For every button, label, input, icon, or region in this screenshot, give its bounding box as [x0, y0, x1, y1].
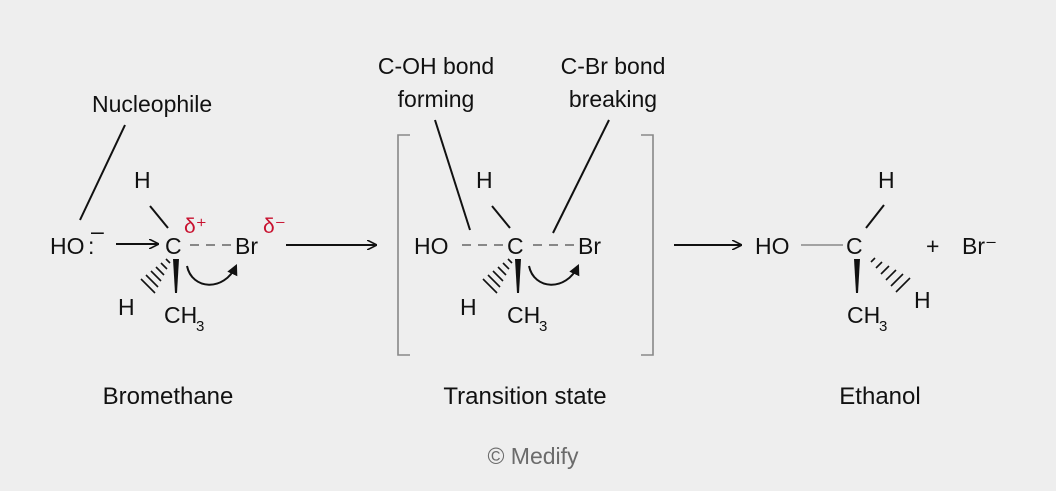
product-ch-subscript: 3 — [879, 318, 887, 335]
product-wedge-bond — [854, 259, 860, 293]
hydroxide-charge: – — [91, 218, 104, 244]
reactant-bromine: Br — [235, 233, 258, 259]
hydroxide-lone-pair: : — [88, 233, 94, 259]
product-h-top-bond — [865, 204, 885, 229]
caption-ethanol: Ethanol — [839, 383, 920, 410]
ts-hashed-bond — [482, 258, 513, 294]
delta-minus: δ⁻ — [263, 215, 286, 238]
product-ch: CH — [847, 302, 880, 328]
bromide-ion: Br⁻ — [962, 233, 997, 259]
reactant-ch-subscript: 3 — [196, 318, 204, 335]
reactant-hashed-bond — [140, 258, 171, 294]
reactant-h-bottom: H — [118, 294, 135, 320]
ts-carbon: C — [507, 233, 524, 259]
nucleophile-pointer-line — [79, 124, 126, 221]
reactant-curved-arrow — [186, 264, 238, 286]
product-ethanol: HO C H H CH 3 + Br⁻ Ethanol — [755, 167, 997, 410]
product-h-top: H — [878, 167, 895, 193]
ts-ch: CH — [507, 302, 540, 328]
c-oh-label-line2: forming — [398, 86, 475, 112]
ts-curved-arrow — [528, 264, 580, 286]
reactant-wedge-bond — [173, 259, 179, 293]
product-hashed-bond — [870, 257, 911, 293]
caption-transition-state: Transition state — [443, 383, 606, 410]
reactant-h-top: H — [134, 167, 151, 193]
transition-state: C-OH bond forming C-Br bond breaking HO … — [378, 53, 666, 410]
delta-plus: δ⁺ — [184, 215, 207, 238]
ts-ho: HO — [414, 233, 449, 259]
ts-h-bottom: H — [460, 294, 477, 320]
hydroxide-ho: HO — [50, 233, 85, 259]
left-bracket — [397, 134, 410, 356]
reactant-h-top-bond — [149, 205, 169, 229]
reactant-ch: CH — [164, 302, 197, 328]
c-br-pointer-line — [552, 119, 610, 234]
product-ho: HO — [755, 233, 790, 259]
ts-h-top-bond — [491, 205, 511, 229]
caption-bromethane: Bromethane — [103, 383, 234, 410]
copyright-footer: © Medify — [487, 443, 579, 469]
ts-wedge-bond — [515, 259, 521, 293]
plus-sign: + — [926, 233, 939, 259]
right-bracket — [641, 134, 654, 356]
reactant-carbon: C — [165, 233, 182, 259]
c-oh-pointer-line — [434, 119, 471, 231]
c-oh-label-line1: C-OH bond — [378, 53, 494, 79]
c-br-label-line1: C-Br bond — [561, 53, 666, 79]
nucleophile-label: Nucleophile — [92, 91, 212, 117]
c-br-label-line2: breaking — [569, 86, 657, 112]
reactant-bromethane: Nucleophile HO : – C H H CH 3 δ⁺ Br δ⁻ B… — [50, 91, 286, 410]
product-carbon: C — [846, 233, 863, 259]
ts-bromine: Br — [578, 233, 601, 259]
product-h-bottom: H — [914, 287, 931, 313]
ts-ch-subscript: 3 — [539, 318, 547, 335]
ts-h-top: H — [476, 167, 493, 193]
